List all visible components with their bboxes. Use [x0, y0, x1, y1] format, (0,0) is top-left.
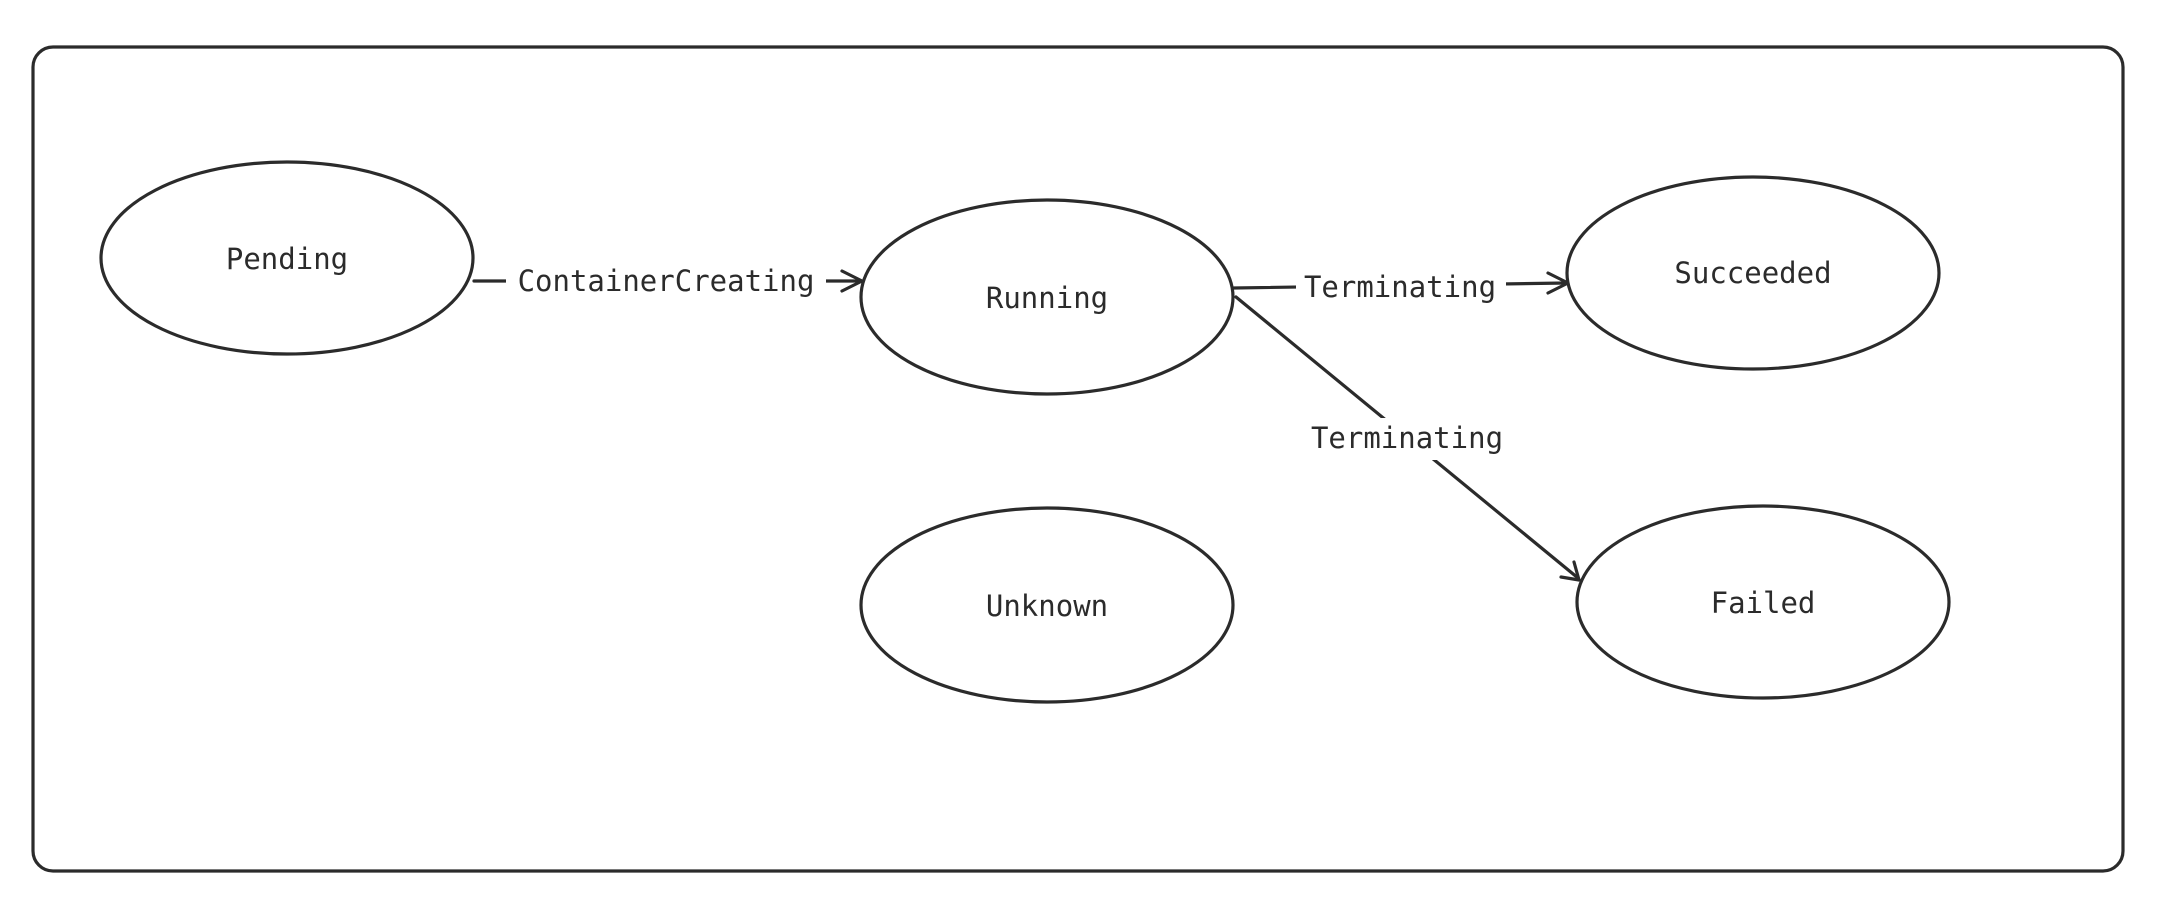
state-label-running: Running [986, 281, 1108, 315]
state-label-succeeded: Succeeded [1674, 256, 1831, 290]
state-node-failed: Failed [1575, 504, 1951, 700]
state-node-succeeded: Succeeded [1565, 175, 1941, 371]
edge-label-container-creating: ContainerCreating [518, 264, 815, 298]
state-ellipse-running [859, 198, 1235, 396]
state-ellipse-succeeded [1565, 175, 1941, 371]
edge-label-bg-running-failed [1305, 418, 1515, 460]
state-ellipse-failed [1575, 504, 1951, 700]
state-node-running: Running [859, 198, 1235, 396]
edge-label-bg-pending-running [506, 262, 826, 300]
state-ellipse-pending [99, 160, 475, 356]
edge-label-terminating-succeeded: Terminating [1304, 270, 1496, 304]
state-label-failed: Failed [1711, 586, 1816, 620]
state-label-unknown: Unknown [986, 589, 1108, 623]
edge-label-bg-running-succeeded [1296, 268, 1506, 306]
arrowhead-running-to-failed [1559, 560, 1581, 582]
state-ellipse-unknown [859, 506, 1235, 704]
state-node-pending: Pending [99, 160, 475, 356]
state-node-unknown: Unknown [859, 506, 1235, 704]
edge-label-terminating-failed: Terminating [1311, 421, 1503, 455]
diagram-frame [31, 45, 2125, 873]
state-label-pending: Pending [226, 242, 348, 276]
